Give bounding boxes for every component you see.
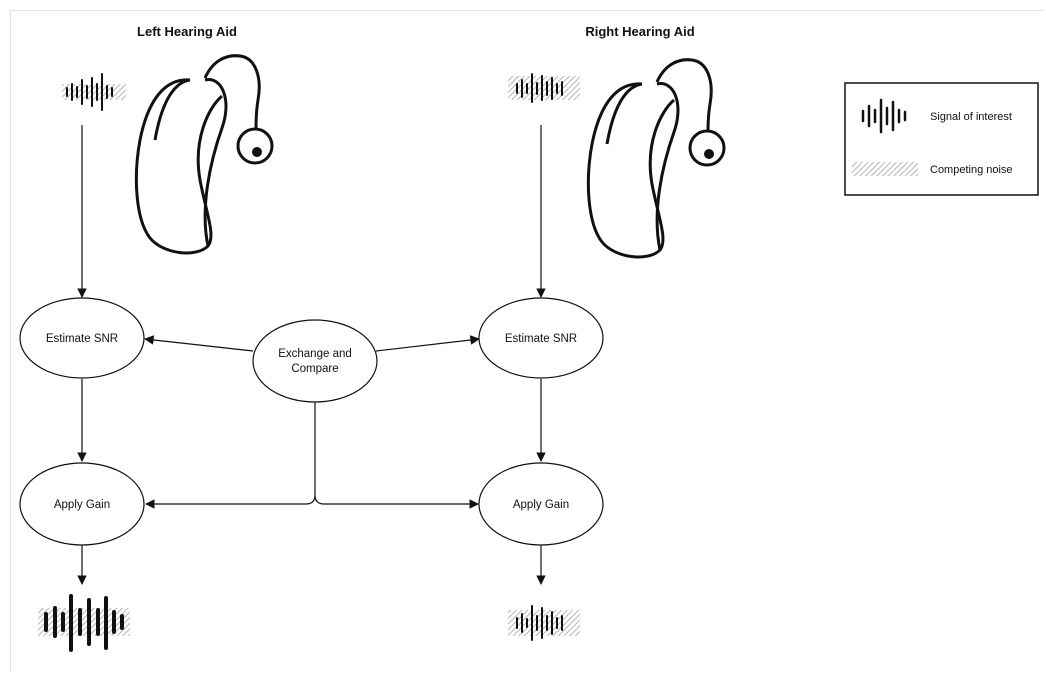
legend-signal-icon — [861, 98, 907, 134]
right-hearing-aid-icon — [586, 58, 726, 259]
legend-noise-icon — [852, 162, 918, 176]
legend-noise-label: Competing noise — [930, 164, 1013, 176]
exchange-compare-node: Exchange and Compare — [252, 319, 378, 403]
connectors — [77, 125, 546, 585]
exchange-to-right-gain-arrow — [314, 494, 479, 509]
left-gain-node: Apply Gain — [19, 462, 145, 546]
right-title: Right Hearing Aid — [585, 24, 694, 39]
right-snr-label: Estimate SNR — [505, 333, 577, 345]
exchange-to-left-gain-arrow — [145, 402, 316, 509]
left-snr-node: Estimate SNR — [19, 297, 145, 379]
right-output-signal-icon — [508, 605, 580, 641]
right-gain-label: Apply Gain — [513, 499, 569, 511]
right-input-signal-icon — [508, 73, 580, 103]
figure-frame — [10, 10, 1044, 672]
exchange-label-line1: Exchange and — [278, 348, 352, 360]
left-input-signal-icon — [62, 73, 126, 111]
right-snr-node: Estimate SNR — [478, 297, 604, 379]
left-output-signal-icon — [38, 594, 130, 652]
left-gain-label: Apply Gain — [54, 499, 110, 511]
left-title: Left Hearing Aid — [137, 24, 237, 39]
legend-signal-label: Signal of interest — [930, 111, 1012, 123]
left-snr-label: Estimate SNR — [46, 333, 118, 345]
exchange-to-left-snr-arrow — [144, 335, 254, 352]
exchange-to-right-snr-arrow — [375, 335, 480, 352]
left-hearing-aid-icon — [134, 54, 274, 255]
legend: Signal of interest Competing noise — [844, 82, 1039, 196]
right-gain-node: Apply Gain — [478, 462, 604, 546]
exchange-label-line2: Compare — [291, 363, 338, 375]
